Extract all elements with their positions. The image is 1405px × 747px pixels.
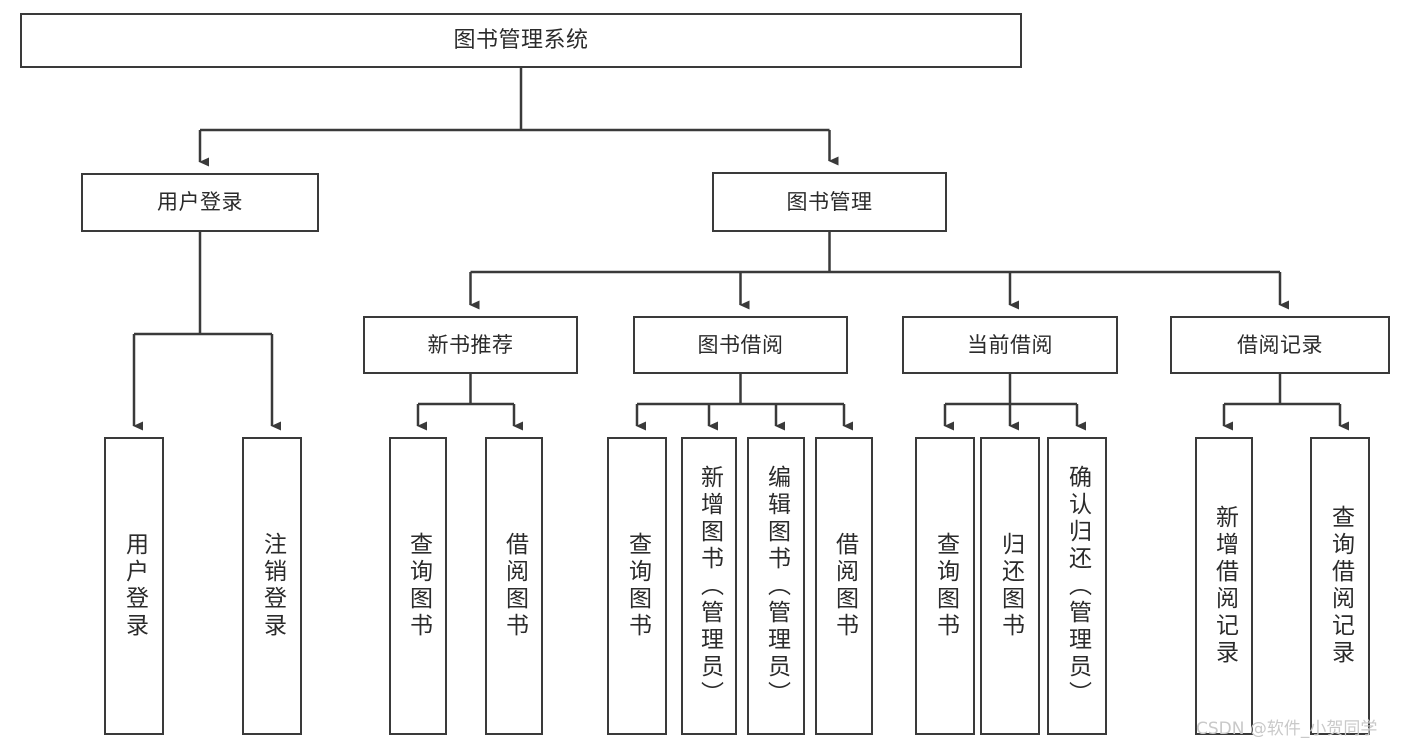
node-label-leaf-edit-book: 编辑图书（管理员） bbox=[763, 464, 790, 708]
node-user-login[interactable]: 用户登录 bbox=[81, 173, 319, 232]
node-label-book-borrow: 图书借阅 bbox=[697, 332, 784, 357]
node-label-leaf-user-login: 用户登录 bbox=[121, 532, 148, 640]
node-label-leaf-confirm-return: 确认归还（管理员） bbox=[1064, 464, 1091, 708]
node-book-borrow[interactable]: 图书借阅 bbox=[633, 316, 848, 374]
node-leaf-query-book-1[interactable]: 查询图书 bbox=[389, 437, 447, 735]
node-label-leaf-query-book-2: 查询图书 bbox=[624, 532, 651, 640]
csdn-watermark: CSDN @软件_小贺同学 bbox=[1196, 719, 1378, 739]
node-leaf-user-login[interactable]: 用户登录 bbox=[104, 437, 164, 735]
node-leaf-confirm-return[interactable]: 确认归还（管理员） bbox=[1047, 437, 1107, 735]
node-leaf-borrow-book-2[interactable]: 借阅图书 bbox=[815, 437, 873, 735]
node-label-current-borrow: 当前借阅 bbox=[967, 332, 1053, 357]
node-leaf-edit-book[interactable]: 编辑图书（管理员） bbox=[747, 437, 805, 735]
node-label-leaf-query-record: 查询借阅记录 bbox=[1327, 505, 1354, 667]
node-leaf-query-record[interactable]: 查询借阅记录 bbox=[1310, 437, 1370, 735]
node-leaf-query-book-2[interactable]: 查询图书 bbox=[607, 437, 667, 735]
node-label-leaf-logout-login: 注销登录 bbox=[259, 532, 286, 640]
node-leaf-add-book[interactable]: 新增图书（管理员） bbox=[681, 437, 737, 735]
node-label-root: 图书管理系统 bbox=[453, 27, 589, 53]
node-label-book-manage: 图书管理 bbox=[786, 189, 873, 214]
node-label-leaf-query-book-1: 查询图书 bbox=[405, 532, 432, 640]
node-leaf-borrow-book-1[interactable]: 借阅图书 bbox=[485, 437, 543, 735]
node-leaf-return-book[interactable]: 归还图书 bbox=[980, 437, 1040, 735]
node-label-user-login: 用户登录 bbox=[157, 190, 243, 215]
node-leaf-logout-login[interactable]: 注销登录 bbox=[242, 437, 302, 735]
node-label-leaf-borrow-book-1: 借阅图书 bbox=[501, 532, 528, 640]
node-borrow-record[interactable]: 借阅记录 bbox=[1170, 316, 1390, 374]
node-new-book-rec[interactable]: 新书推荐 bbox=[363, 316, 578, 374]
node-label-leaf-add-book: 新增图书（管理员） bbox=[696, 464, 723, 708]
node-label-leaf-query-book-3: 查询图书 bbox=[932, 532, 959, 640]
node-label-leaf-borrow-book-2: 借阅图书 bbox=[831, 532, 858, 640]
node-label-new-book-rec: 新书推荐 bbox=[427, 332, 514, 357]
node-label-borrow-record: 借阅记录 bbox=[1237, 332, 1323, 357]
node-root[interactable]: 图书管理系统 bbox=[20, 13, 1022, 68]
node-current-borrow[interactable]: 当前借阅 bbox=[902, 316, 1118, 374]
node-leaf-add-record[interactable]: 新增借阅记录 bbox=[1195, 437, 1253, 735]
node-label-leaf-return-book: 归还图书 bbox=[997, 532, 1024, 640]
node-book-manage[interactable]: 图书管理 bbox=[712, 172, 947, 232]
node-leaf-query-book-3[interactable]: 查询图书 bbox=[915, 437, 975, 735]
node-label-leaf-add-record: 新增借阅记录 bbox=[1211, 505, 1238, 667]
